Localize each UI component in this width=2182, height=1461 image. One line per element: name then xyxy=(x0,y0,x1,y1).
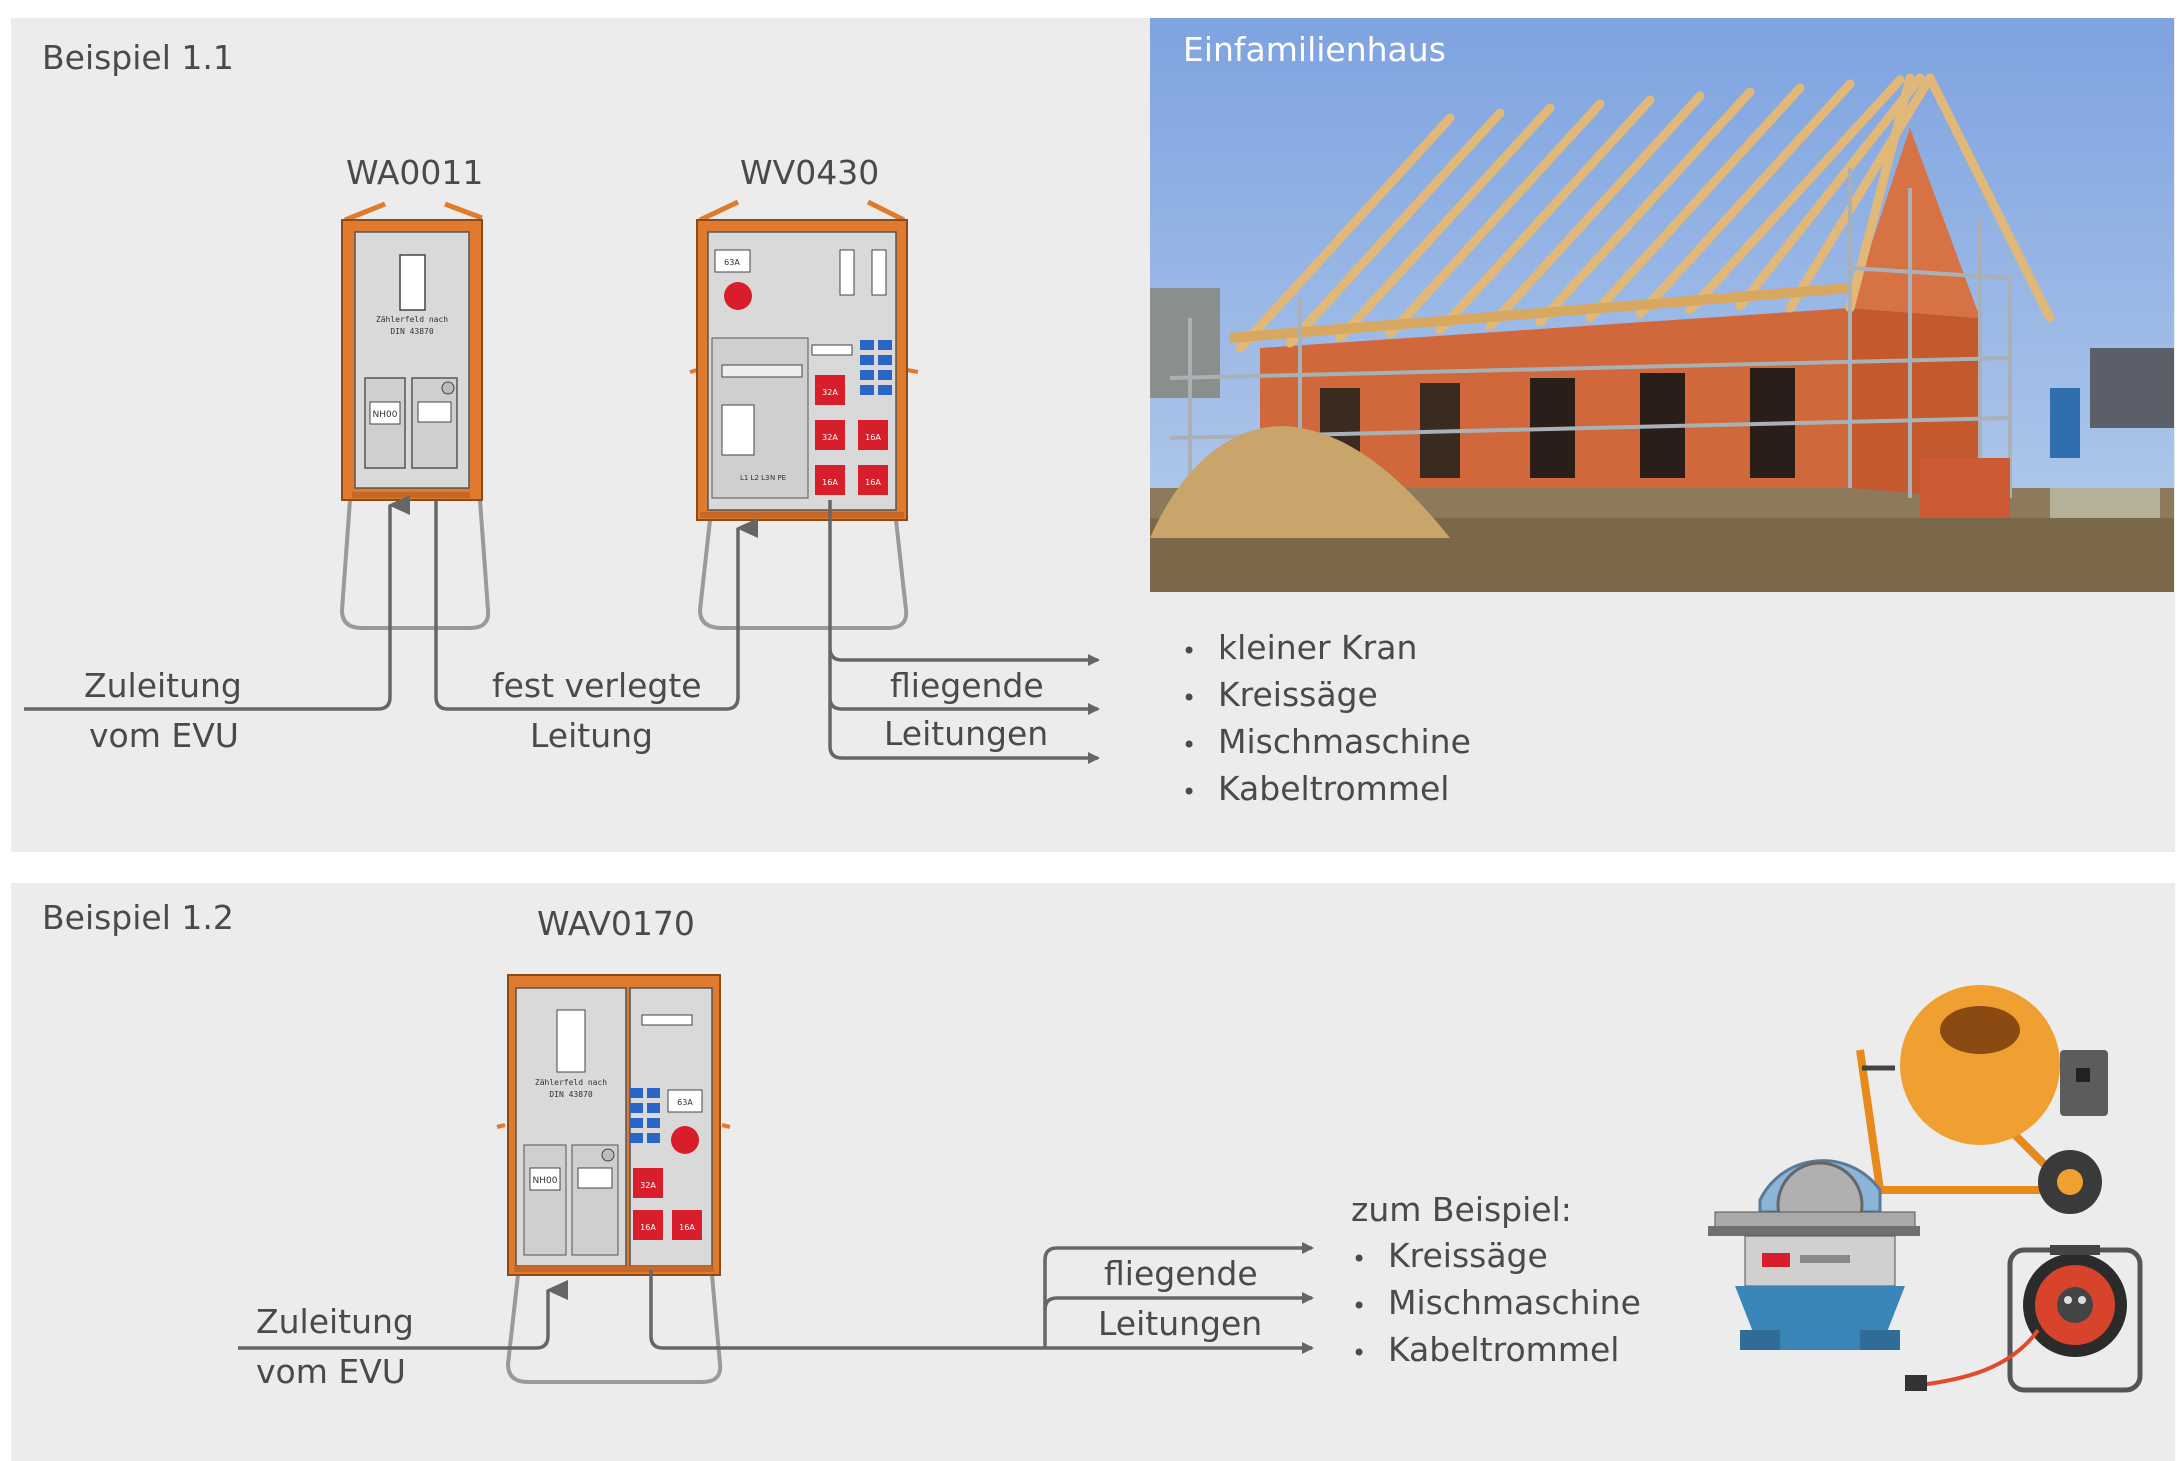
cabinet-wav0170: Zählerfeld nach DIN 43870 NH00 63A 32A 1… xyxy=(496,974,731,1384)
svg-text:16A: 16A xyxy=(640,1223,656,1232)
consumer-list-2: Kreissäge Mischmaschine Kabeltrommel xyxy=(1352,1232,1641,1373)
concrete-mixer-icon xyxy=(1856,985,2108,1214)
svg-text:Zählerfeld nach: Zählerfeld nach xyxy=(535,1078,607,1087)
list-item: Kabeltrommel xyxy=(1352,1326,1641,1373)
list-item: Kabeltrommel xyxy=(1182,765,1471,812)
list-item: kleiner Kran xyxy=(1182,624,1471,671)
svg-text:L1 L2 L3: L1 L2 L3 xyxy=(740,474,770,482)
svg-text:N PE: N PE xyxy=(770,474,786,482)
svg-text:DIN 43870: DIN 43870 xyxy=(549,1090,593,1099)
list-item: Mischmaschine xyxy=(1182,718,1471,765)
example-1-title: Beispiel 1.1 xyxy=(42,38,234,77)
svg-text:63A: 63A xyxy=(677,1098,693,1107)
consumer-list-1: kleiner Kran Kreissäge Mischmaschine Kab… xyxy=(1182,624,1471,812)
svg-text:32A: 32A xyxy=(822,433,838,442)
flying-lines-label: fliegende xyxy=(890,666,1044,705)
photo-title: Einfamilienhaus xyxy=(1183,30,1446,69)
house-construction-photo xyxy=(1150,18,2174,592)
svg-text:16A: 16A xyxy=(822,478,838,487)
supply-line-label-ex2: Zuleitung xyxy=(256,1302,414,1341)
supply-line-label-ex2-2: vom EVU xyxy=(256,1352,406,1391)
lines-example-2 xyxy=(238,1242,1314,1354)
svg-text:Zählerfeld nach: Zählerfeld nach xyxy=(376,315,448,324)
circular-saw-icon xyxy=(1708,1159,1920,1350)
svg-text:16A: 16A xyxy=(865,433,881,442)
svg-text:32A: 32A xyxy=(822,388,838,397)
cabinet-wv0430-sockets: 32A 32A 16A 16A 16A xyxy=(815,375,888,495)
cable-reel-icon xyxy=(1905,1245,2143,1393)
device-label-wa0011: WA0011 xyxy=(346,153,484,192)
list-item: Kreissäge xyxy=(1182,671,1471,718)
device-label-wav0170: WAV0170 xyxy=(537,904,695,943)
svg-text:16A: 16A xyxy=(865,478,881,487)
list-item: Mischmaschine xyxy=(1352,1279,1641,1326)
svg-text:NH00: NH00 xyxy=(533,1176,558,1186)
example-2-title: Beispiel 1.2 xyxy=(42,898,234,937)
device-label-wv0430: WV0430 xyxy=(740,153,880,192)
fixed-line-label-2: Leitung xyxy=(530,716,653,755)
cabinet-wv0430: 63A L1 L2 L3 N PE 32A 32A 16A 16A 16A xyxy=(689,199,919,630)
example-intro: zum Beispiel: xyxy=(1351,1190,1572,1229)
svg-text:DIN 43870: DIN 43870 xyxy=(390,327,434,336)
svg-text:NH00: NH00 xyxy=(373,410,398,420)
cabinet-wa0011: Zählerfeld nach DIN 43870 NH00 xyxy=(339,201,491,630)
flying-lines-label-2: Leitungen xyxy=(884,714,1049,753)
supply-line-label-2: vom EVU xyxy=(89,716,239,755)
svg-text:63A: 63A xyxy=(724,258,740,267)
flying-lines-label-ex2-2: Leitungen xyxy=(1098,1304,1263,1343)
list-item: Kreissäge xyxy=(1352,1232,1641,1279)
supply-line-label: Zuleitung xyxy=(84,666,242,705)
flying-lines-label-ex2: fliegende xyxy=(1104,1254,1258,1293)
lines-example-1 xyxy=(24,495,1100,764)
svg-text:16A: 16A xyxy=(679,1223,695,1232)
svg-text:32A: 32A xyxy=(640,1181,656,1190)
fixed-line-label: fest verlegte xyxy=(492,666,702,705)
